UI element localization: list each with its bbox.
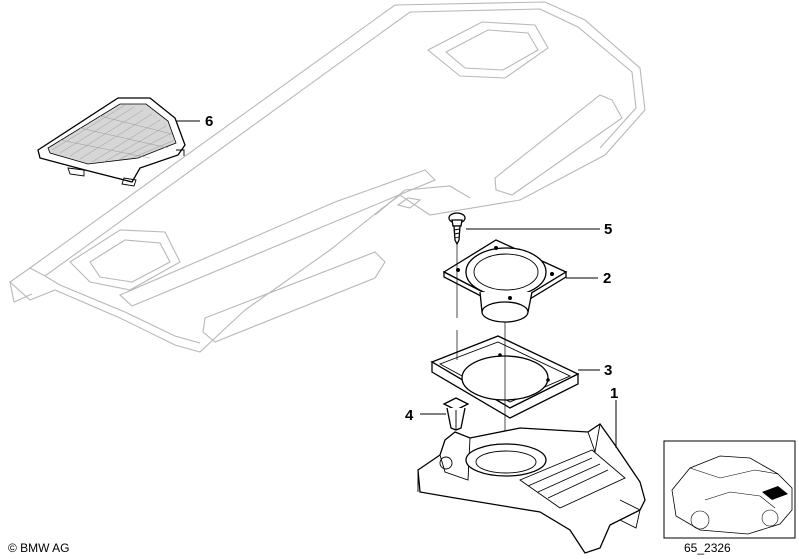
copyright-label: © BMW AG <box>8 541 70 555</box>
expanding-nut[interactable] <box>442 397 470 431</box>
vehicle-location-inset[interactable] <box>663 440 796 539</box>
callout-5: 5 <box>604 221 612 238</box>
diagram-id-label: 65_2326 <box>684 541 731 555</box>
rear-parcel-shelf-outline <box>9 1 646 353</box>
callout-3: 3 <box>604 362 612 379</box>
speaker-bracket[interactable] <box>417 423 646 554</box>
location-highlight <box>762 486 788 500</box>
callout-2: 2 <box>603 270 611 287</box>
assembly-guide-lines <box>456 245 506 448</box>
screw[interactable] <box>448 212 466 246</box>
car-outline <box>671 455 793 535</box>
callout-1: 1 <box>610 385 618 402</box>
loudspeaker[interactable] <box>442 239 568 323</box>
callout-6: 6 <box>205 113 213 130</box>
speaker-grille-cover[interactable] <box>37 97 186 187</box>
callout-4: 4 <box>405 407 414 424</box>
